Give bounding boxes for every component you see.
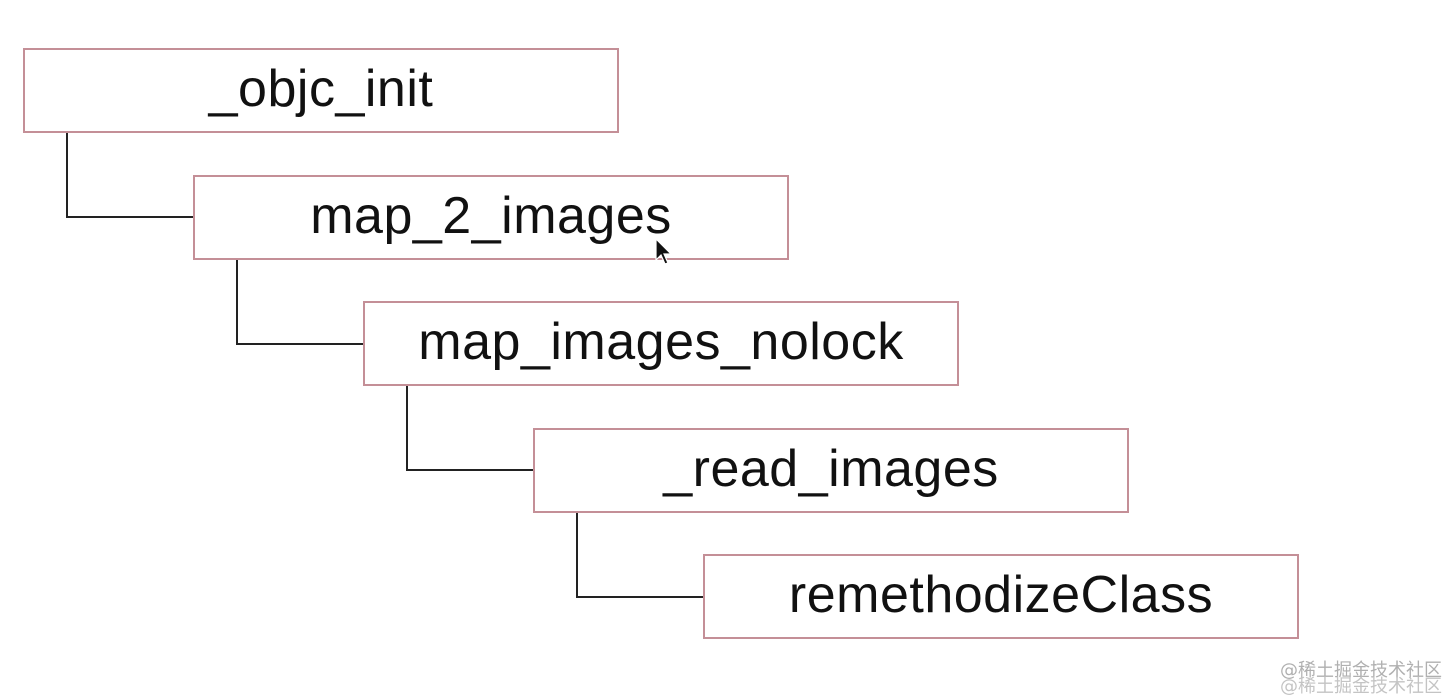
watermark-text-shadow: @稀土掘金技术社区 [1280,676,1442,697]
node-label: _read_images [663,439,999,498]
node-label: _objc_init [208,59,434,118]
connector-2-3 [406,386,533,471]
connector-1-2 [236,260,363,345]
mouse-pointer-icon [655,238,673,265]
node-label: map_2_images [310,186,672,245]
connector-0-1 [66,133,193,218]
node-map-images-nolock: map_images_nolock [363,301,959,386]
node-label: map_images_nolock [418,312,904,371]
watermark-text: @稀土掘金技术社区 [1280,660,1442,681]
node-objc-init: _objc_init [23,48,619,133]
connector-3-4 [576,513,703,598]
node-map-2-images: map_2_images [193,175,789,260]
node-label: remethodizeClass [788,565,1214,624]
node-remethodize-class: remethodizeClass [703,554,1299,639]
node-read-images: _read_images [533,428,1129,513]
